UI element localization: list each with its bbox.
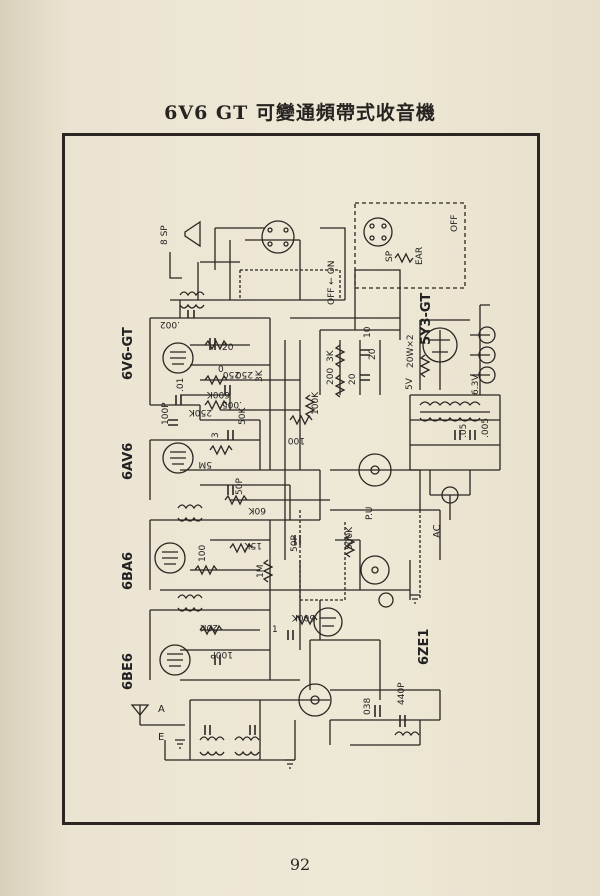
label-c100p-a: 100P <box>161 402 171 425</box>
page-title: 6V6 GT 可變通頻帶式收音機 <box>164 102 436 124</box>
label-r100b: 100 <box>198 545 208 562</box>
label-r3k: 3K <box>255 369 265 382</box>
label-c250: 250 <box>236 369 253 379</box>
label-r600k: 600K <box>206 389 230 399</box>
label-c005a: .005 <box>222 399 242 409</box>
label-c50p: 50P <box>235 478 245 495</box>
label-c0: 0 <box>218 365 224 375</box>
tube-5y3gt-symbol <box>422 327 458 363</box>
label-pu: P.U <box>365 507 375 520</box>
resistors <box>194 252 431 636</box>
label-r250: 250 <box>223 369 240 379</box>
label-ac: AC <box>432 524 443 538</box>
label-r5m: 5M <box>199 459 213 469</box>
coils <box>177 291 490 756</box>
label-r20k: 20K <box>200 622 218 632</box>
page-number: 92 <box>289 855 311 874</box>
label-r60k: 60K <box>248 505 266 515</box>
label-r500k-a: 500K <box>345 526 355 550</box>
label-r100: 100 <box>288 435 305 445</box>
tube-6v6gt-symbol <box>162 342 194 374</box>
label-c005b: .005 <box>481 418 491 438</box>
label-ear: EAR <box>415 247 425 265</box>
label-c20b: 20 <box>348 373 358 385</box>
tube-label-6ze1: 6ZE1 <box>417 629 432 665</box>
tube-6be6-symbol <box>159 644 191 676</box>
shield-lines <box>239 269 421 601</box>
label-c01: .01 <box>176 378 186 392</box>
label-earth: E <box>158 732 164 743</box>
tube-6av6-symbol <box>162 442 194 474</box>
label-switch-off-on: OFF ← ON <box>327 260 337 305</box>
label-c1: 1 <box>272 625 278 635</box>
tube-label-5y3gt: 5Y3-GT <box>419 293 434 345</box>
label-r20w: 20W×2 <box>406 334 416 368</box>
label-c440p: 440P <box>397 682 407 705</box>
wiring <box>139 220 501 761</box>
grounds <box>130 326 496 769</box>
tube-label-6ba6: 6BA6 <box>121 552 136 590</box>
label-c002: .002 <box>160 319 180 329</box>
tube-6ze1-symbol <box>313 607 343 637</box>
tube-label-6av6: 6AV6 <box>121 443 136 480</box>
labels: 6V6-GT 6AV6 6BA6 6BE6 5Y3-GT 6ZE1 8 SP .… <box>121 215 491 743</box>
label-r250k: 250K <box>188 407 212 417</box>
label-c50p-b: 50P <box>290 535 300 552</box>
label-r15k: 15K <box>244 540 262 550</box>
label-r1m: 1M <box>256 565 266 579</box>
label-c05: .05 <box>459 424 469 438</box>
tube-label-6v6gt: 6V6-GT <box>121 327 136 380</box>
label-r500k-b: 500K <box>291 612 315 622</box>
label-r100k: 100K <box>311 391 321 415</box>
label-inset-off: OFF <box>450 215 460 232</box>
label-63v: 6.3V <box>471 374 481 395</box>
label-c10: 10 <box>363 326 373 338</box>
label-c3: 3 <box>211 432 221 438</box>
label-5v: 5V <box>405 377 415 390</box>
tube-label-6be6: 6BE6 <box>121 653 136 690</box>
label-r50k: 50K <box>238 407 248 425</box>
label-c100p-b: 100P <box>210 649 233 659</box>
capacitors <box>168 310 476 735</box>
label-r3k2: 3K <box>326 349 336 362</box>
label-antenna: A <box>158 704 165 715</box>
label-r20: 20 <box>222 343 234 353</box>
schematic-frame <box>62 133 540 825</box>
label-inset-sp: SP <box>385 250 395 262</box>
tube-symbols <box>154 202 466 717</box>
label-r200: 200 <box>326 368 336 385</box>
tube-6ba6-symbol <box>154 542 186 574</box>
label-speaker: 8 SP <box>160 225 170 245</box>
label-c20a: 20 <box>368 348 378 360</box>
label-c038: 038 <box>363 698 373 715</box>
